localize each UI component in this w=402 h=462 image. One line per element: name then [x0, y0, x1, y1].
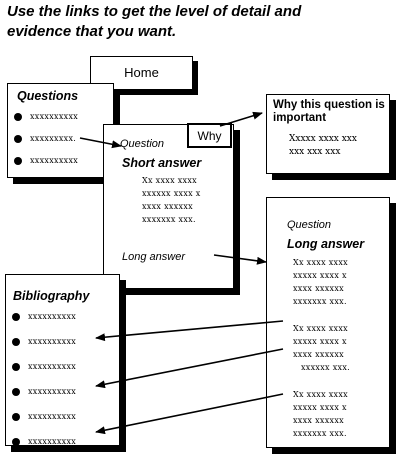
text-line: xxxx xxxxxx — [142, 202, 193, 211]
arrow-ref-1 — [95, 320, 284, 342]
bullet-icon — [14, 113, 22, 121]
why-button[interactable]: Why — [187, 123, 232, 148]
bibliography-list: xxxxxxxxxx xxxxxxxxxx xxxxxxxxxx xxxxxxx… — [10, 304, 76, 454]
reference-text[interactable]: xxxxxxxxxx — [28, 362, 77, 371]
text-line: xxx xxx xxx — [289, 147, 341, 157]
text-line: xxxx xxxxxx — [293, 350, 344, 359]
reference-item[interactable]: xxxxxxxxxx — [10, 304, 76, 329]
short-answer-text: Xx xxxx xxxx xxxxxx xxxx x xxxx xxxxxx x… — [142, 174, 201, 226]
text-line: Xxxxx xxxx xxx — [289, 134, 357, 144]
long-answer-page: Question Long answer Xx xxxx xxxx xxxxx … — [266, 197, 390, 448]
questions-title: Questions — [17, 89, 79, 103]
question-label: Question — [287, 219, 332, 231]
long-answer-link[interactable]: Long answer — [122, 251, 185, 263]
reference-text[interactable]: xxxxxxxxxx — [28, 337, 77, 346]
arrow-ref-2 — [95, 348, 284, 389]
text-line: xxxxxxx xxx. — [142, 215, 196, 224]
text-line: xxxx xxxxxx — [293, 284, 344, 293]
bullet-icon — [12, 438, 20, 446]
arrow-long-link-to-long-page — [213, 254, 267, 265]
text-line: Xx xxxx xxxx — [293, 390, 348, 399]
long-paragraph: Xx xxxx xxxx xxxxx xxxx x xxxx xxxxxx xx… — [293, 256, 348, 308]
long-paragraph: Xx xxxx xxxx xxxxx xxxx x xxxx xxxxxx xx… — [293, 388, 348, 440]
text-line: xxxxx xxxx x — [293, 403, 347, 412]
long-answer-title: Long answer — [287, 237, 365, 251]
questions-list: xxxxxxxxxx xxxxxxxxx. xxxxxxxxxx — [12, 106, 78, 172]
reference-text[interactable]: xxxxxxxxxx — [28, 312, 77, 321]
reference-text[interactable]: xxxxxxxxxx — [28, 387, 77, 396]
bibliography-page: Bibliography xxxxxxxxxx xxxxxxxxxx xxxxx… — [5, 274, 120, 446]
bullet-icon — [12, 313, 20, 321]
reference-item[interactable]: xxxxxxxxxx — [10, 379, 76, 404]
home-label: Home — [124, 65, 159, 80]
text-line: xxxxxx xxx. — [301, 363, 350, 372]
why-title: Why this question is important — [273, 99, 385, 124]
text-line: xxxxxx xxxx x — [142, 189, 201, 198]
text-line: xxxxxxx xxx. — [293, 429, 347, 438]
reference-item[interactable]: xxxxxxxxxx — [10, 429, 76, 454]
question-link-text[interactable]: xxxxxxxxxx — [30, 112, 79, 121]
bullet-icon — [12, 413, 20, 421]
text-line: Xx xxxx xxxx — [142, 176, 197, 185]
arrow-why-to-why-page — [219, 111, 263, 127]
question-link[interactable]: xxxxxxxxxx — [12, 150, 78, 172]
text-line: Xx xxxx xxxx — [293, 258, 348, 267]
question-link-text[interactable]: xxxxxxxxx. — [30, 134, 77, 143]
text-line: xxxx xxxxxx — [293, 416, 344, 425]
question-link[interactable]: xxxxxxxxx. — [12, 128, 78, 150]
text-line: xxxxxxx xxx. — [293, 297, 347, 306]
question-link-text[interactable]: xxxxxxxxxx — [30, 156, 79, 165]
bullet-icon — [12, 338, 20, 346]
questions-page: Questions xxxxxxxxxx xxxxxxxxx. xxxxxxxx… — [7, 83, 114, 178]
bullet-icon — [14, 157, 22, 165]
text-line: xxxxx xxxx x — [293, 271, 347, 280]
bullet-icon — [14, 135, 22, 143]
arrow-ref-3 — [95, 393, 284, 435]
why-label: Why — [197, 129, 222, 143]
bibliography-title: Bibliography — [13, 289, 90, 303]
why-page: Why this question is important Xxxxx xxx… — [266, 94, 390, 174]
question-link[interactable]: xxxxxxxxxx — [12, 106, 78, 128]
why-text: Xxxxx xxxx xxx xxx xxx xxx — [289, 133, 357, 159]
short-answer-page: Question Short answer Xx xxxx xxxx xxxxx… — [103, 124, 234, 289]
reference-text[interactable]: xxxxxxxxxx — [28, 412, 77, 421]
reference-text[interactable]: xxxxxxxxxx — [28, 437, 77, 446]
bullet-icon — [12, 388, 20, 396]
text-line: Xx xxxx xxxx — [293, 324, 348, 333]
bullet-icon — [12, 363, 20, 371]
long-paragraph: Xx xxxx xxxx xxxxx xxxx x xxxx xxxxxx xx… — [293, 322, 350, 374]
reference-item[interactable]: xxxxxxxxxx — [10, 329, 76, 354]
text-line: xxxxx xxxx x — [293, 337, 347, 346]
short-answer-title: Short answer — [122, 156, 202, 170]
arrow-question-to-short — [79, 137, 122, 149]
reference-item[interactable]: xxxxxxxxxx — [10, 404, 76, 429]
question-label: Question — [120, 138, 165, 150]
reference-item[interactable]: xxxxxxxxxx — [10, 354, 76, 379]
page-heading: Use the links to get the level of detail… — [7, 3, 302, 40]
